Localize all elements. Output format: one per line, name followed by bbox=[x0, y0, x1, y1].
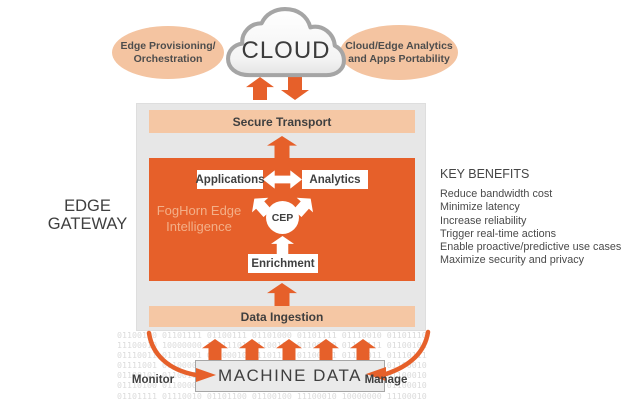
cloud-label: CLOUD bbox=[241, 37, 331, 64]
secure-transport-bar: Secure Transport bbox=[149, 110, 415, 133]
edge-gateway-label: EDGE GATEWAY bbox=[25, 197, 150, 233]
monitor-label: Monitor bbox=[131, 374, 175, 386]
foghorn-label-line1: FogHorn Edge bbox=[156, 203, 242, 218]
machine-data-up-arrow-icon bbox=[313, 339, 339, 360]
binary-row: 01110011 01100001 01100010 01101100 0110… bbox=[117, 350, 427, 361]
upload-arrow-icon bbox=[246, 77, 274, 100]
applications-analytics-double-arrow-icon bbox=[263, 169, 302, 190]
edge-provisioning-label-line2: Orchestration bbox=[133, 52, 203, 65]
machine-data-up-arrow-icon bbox=[239, 339, 265, 360]
key-benefit-item: Minimize latency bbox=[440, 201, 520, 214]
edge-gateway-label-line2: GATEWAY bbox=[47, 214, 128, 233]
machine-data-up-arrow-icon bbox=[202, 339, 228, 360]
foghorn-edge-intelligence-label: FogHorn Edge Intelligence bbox=[150, 203, 248, 235]
enrichment-box: Enrichment bbox=[248, 254, 318, 273]
enrichment-label: Enrichment bbox=[251, 257, 315, 270]
secure-transport-up-arrow-icon bbox=[267, 136, 297, 158]
cep-circle: CEP bbox=[266, 201, 299, 234]
key-benefit-item: Reduce bandwidth cost bbox=[440, 188, 553, 200]
cloud-icon bbox=[225, 6, 347, 86]
key-benefit-item: Trigger real-time actions bbox=[440, 227, 557, 240]
edge-gateway-label-line1: EDGE bbox=[64, 197, 111, 215]
binary-row: 11100010 10000000 10011101 01100101 0110… bbox=[117, 340, 427, 351]
edge-provisioning-oval: Edge Provisioning/ Orchestration bbox=[112, 26, 224, 79]
enrichment-up-arrow-icon bbox=[271, 236, 294, 254]
secure-transport-label: Secure Transport bbox=[232, 114, 332, 129]
foghorn-label-line2: Intelligence bbox=[166, 219, 232, 234]
key-benefits-title: KEY BENEFITS bbox=[440, 167, 530, 181]
applications-box: Applications bbox=[195, 170, 265, 189]
machine-data-label: MACHINE DATA bbox=[218, 366, 362, 385]
key-benefit-item: Maximize security and privacy bbox=[440, 254, 585, 267]
analytics-box: Analytics bbox=[302, 170, 368, 189]
machine-data-box: MACHINE DATA bbox=[195, 360, 385, 392]
key-benefit-item: Increase reliability bbox=[440, 214, 527, 227]
binary-row: 01101111 01110010 01101100 01100100 1110… bbox=[117, 390, 427, 401]
applications-label: Applications bbox=[195, 173, 265, 186]
data-ingestion-up-arrow-icon bbox=[267, 283, 297, 306]
monitor-curved-arrow-icon bbox=[140, 328, 230, 384]
edge-provisioning-label-line1: Edge Provisioning/ bbox=[120, 39, 216, 52]
manage-label: Manage bbox=[364, 374, 408, 386]
machine-data-up-arrow-icon bbox=[276, 339, 302, 360]
data-ingestion-bar: Data Ingestion bbox=[149, 306, 415, 327]
cloud-edge-analytics-label-line2: and Apps Portability bbox=[348, 52, 450, 65]
key-benefit-item: Enable proactive/predictive use cases bbox=[440, 241, 622, 254]
download-arrow-icon bbox=[281, 77, 309, 100]
cep-label: CEP bbox=[271, 211, 294, 224]
machine-data-up-arrow-icon bbox=[350, 339, 376, 360]
analytics-label: Analytics bbox=[309, 173, 361, 186]
cloud-edge-analytics-label-line1: Cloud/Edge Analytics bbox=[345, 39, 453, 52]
data-ingestion-label: Data Ingestion bbox=[240, 309, 324, 324]
cloud-edge-analytics-oval: Cloud/Edge Analytics and Apps Portabilit… bbox=[340, 25, 458, 80]
manage-curved-arrow-icon bbox=[340, 328, 432, 384]
key-benefits-list: KEY BENEFITS Reduce bandwidth cost Minim… bbox=[440, 167, 635, 268]
binary-row: 01100110 01101111 01100111 01101000 0110… bbox=[117, 330, 427, 340]
